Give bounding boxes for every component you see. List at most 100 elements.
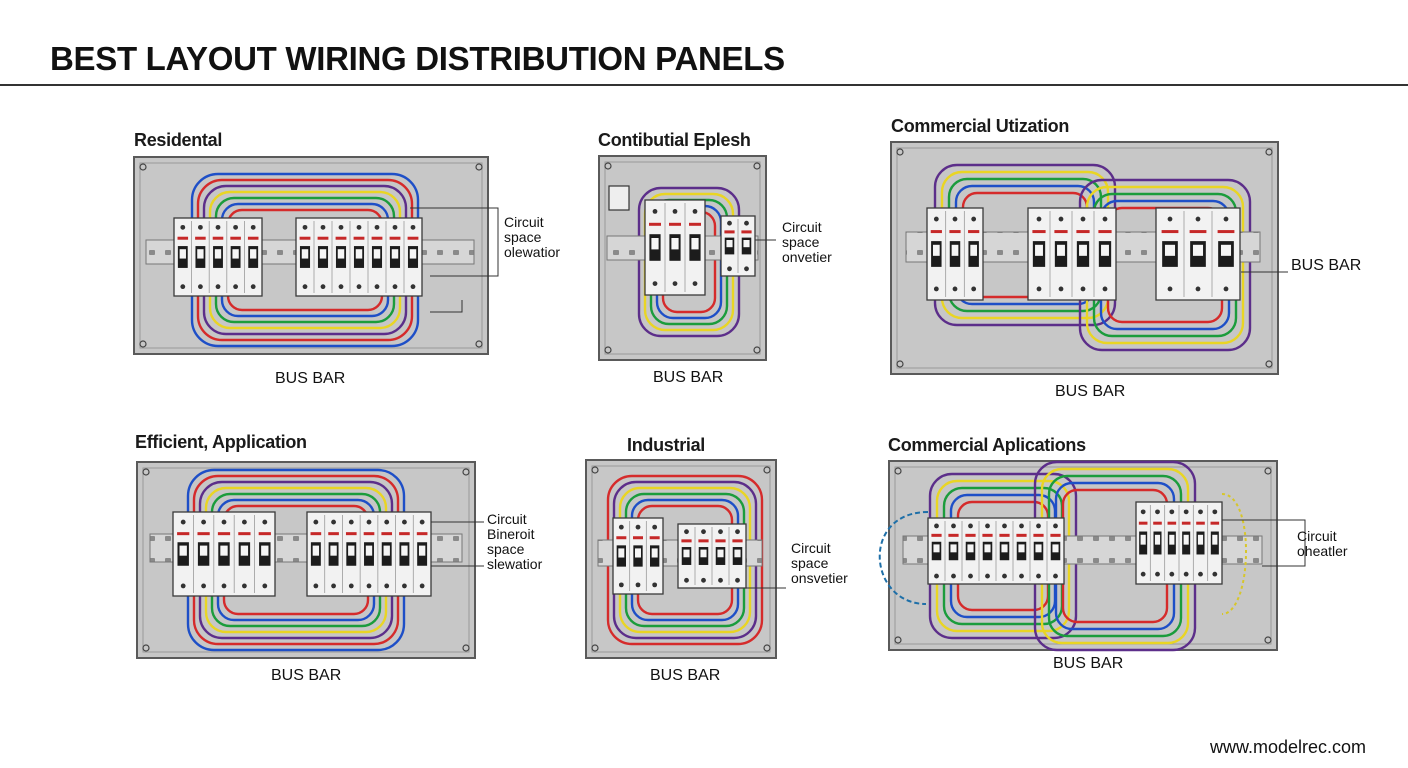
terminal-screw-icon (718, 577, 723, 583)
breaker-rating-mark (968, 230, 980, 234)
breaker-rating-mark (689, 222, 701, 226)
terminal-screw-icon (1212, 571, 1218, 577)
panel-inner-frame (139, 162, 483, 349)
breaker-rating-mark (1167, 521, 1177, 525)
terminal-screw-icon (1036, 523, 1041, 529)
toggle-handle (1035, 544, 1042, 553)
toggle-handle (1140, 534, 1146, 545)
terminal-screw-icon (735, 529, 740, 535)
terminal-screw-icon (302, 284, 308, 290)
circuit-note-line: slewatior (487, 556, 543, 572)
circuit-note-line: space (504, 229, 542, 245)
terminal-screw-icon (180, 224, 186, 230)
breaker-rating-mark (1210, 521, 1220, 525)
toggle-handle (214, 249, 222, 259)
terminal-screw-icon (1102, 216, 1108, 222)
terminal-screw-icon (1140, 509, 1146, 515)
breaker-rating-mark (649, 222, 661, 226)
toggle-handle (391, 249, 399, 259)
busbar-caption-contibutial-eplesh: BUS BAR (653, 369, 724, 386)
mounting-screw-icon (753, 162, 761, 170)
toggle-handle (1169, 534, 1175, 545)
terminal-screw-icon (1169, 571, 1175, 577)
terminal-screw-icon (356, 224, 362, 230)
mounting-screw-icon (142, 468, 150, 476)
terminal-screw-icon (1155, 509, 1160, 515)
toggle-handle (383, 545, 390, 556)
circuit-note-line: olewatior (504, 244, 561, 260)
mounting-screw-icon (1264, 467, 1272, 475)
breaker-rating-mark (416, 532, 428, 536)
terminal-screw-icon (221, 583, 227, 589)
breaker-rating-mark (724, 230, 735, 234)
terminal-screw-icon (692, 209, 698, 214)
mounting-screw-icon (896, 360, 904, 368)
terminal-screw-icon (934, 523, 939, 529)
toggle-handle (401, 545, 408, 556)
toggle-handle (220, 545, 228, 556)
toggle-handle (933, 544, 940, 553)
mounting-screw-icon (591, 466, 599, 474)
terminal-screw-icon (1019, 573, 1024, 579)
terminal-screw-icon (242, 519, 247, 525)
breaker-rating-mark (195, 236, 206, 240)
terminal-screw-icon (180, 284, 186, 290)
toggle-handle (700, 549, 707, 558)
breaker-rating-mark (982, 533, 993, 537)
mounting-screw-icon (896, 148, 904, 156)
breaker-rating-mark (247, 236, 259, 240)
callout-leader-line (410, 207, 499, 277)
terminal-screw-icon (1183, 509, 1189, 515)
breaker-rating-mark (633, 536, 643, 540)
terminal-screw-icon (366, 519, 372, 525)
breaker-rating-mark (310, 532, 322, 536)
mounting-screw-icon (763, 644, 771, 652)
breaker-rating-mark (1217, 230, 1235, 234)
terminal-screw-icon (410, 224, 416, 230)
terminal-screw-icon (366, 583, 372, 589)
panel-label-industrial: Industrial (627, 435, 706, 455)
toggle-handle (312, 545, 320, 556)
panel-inner-frame (896, 147, 1273, 369)
terminal-screw-icon (652, 209, 658, 214)
toggle-handle (373, 249, 381, 259)
terminal-screw-icon (1053, 523, 1058, 529)
terminal-screw-icon (201, 519, 207, 525)
breaker-rating-mark (1181, 521, 1191, 525)
circuit-note-line: Circuit (782, 219, 822, 235)
breaker-rating-mark (1098, 230, 1112, 234)
mounting-screw-icon (475, 340, 483, 348)
terminal-screw-icon (718, 529, 723, 535)
toggle-handle (1197, 534, 1204, 545)
breaker-rating-mark (335, 236, 347, 240)
breaker-rating-mark (1016, 533, 1027, 537)
toggle-handle (1220, 244, 1232, 256)
mounting-screw-icon (894, 467, 902, 475)
mounting-screw-icon (1265, 148, 1273, 156)
toggle-handle (409, 249, 417, 259)
busbar-caption-commercial-utization: BUS BAR (1055, 383, 1126, 400)
mounting-screw-icon (763, 466, 771, 474)
terminal-screw-icon (727, 266, 732, 272)
mounting-screw-icon (139, 340, 147, 348)
callout-leader-line (1222, 519, 1306, 567)
mounting-screw-icon (475, 163, 483, 171)
mounting-screw-icon (1265, 360, 1273, 368)
circuit-note-line: space (791, 555, 829, 571)
terminal-screw-icon (384, 583, 390, 589)
busbar-caption-efficient-application: BUS BAR (271, 667, 342, 684)
mounting-screw-icon (604, 346, 612, 354)
mounting-screw-icon (604, 162, 612, 170)
toggle-handle (618, 548, 625, 558)
breaker-rating-mark (212, 236, 224, 240)
terminal-screw-icon (735, 577, 740, 583)
terminal-screw-icon (1102, 286, 1108, 292)
toggle-handle (301, 249, 309, 259)
circuit-note-line: Bineroit (487, 526, 535, 542)
title-divider (0, 84, 1408, 86)
terminal-screw-icon (198, 224, 203, 230)
breaker-rating-mark (399, 532, 410, 536)
toggle-handle (355, 249, 363, 259)
terminal-screw-icon (374, 224, 380, 230)
terminal-screw-icon (744, 220, 749, 226)
